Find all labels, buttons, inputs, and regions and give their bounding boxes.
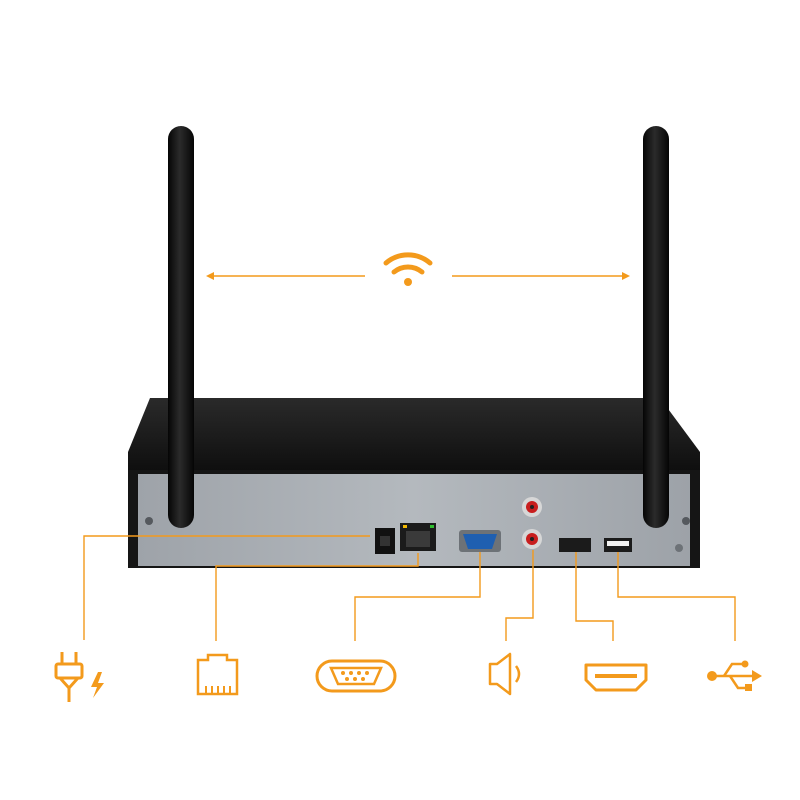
hdmi-port-icon xyxy=(584,663,648,692)
power-plug-icon xyxy=(54,652,104,702)
rca-jack-bottom xyxy=(522,529,542,549)
wireless-range-arrows xyxy=(206,272,630,280)
wifi-icon xyxy=(383,252,433,286)
ethernet-jack xyxy=(400,523,436,551)
screw-left xyxy=(145,517,153,525)
screw-right xyxy=(682,517,690,525)
vga-port-icon xyxy=(315,659,397,693)
usb-jack xyxy=(604,538,632,552)
antenna-right xyxy=(643,126,669,528)
antenna-left xyxy=(168,126,194,528)
vga-jack xyxy=(459,530,501,552)
port-leader-lines xyxy=(83,535,736,641)
usb-icon xyxy=(707,660,762,691)
speaker-icon xyxy=(488,652,521,696)
ethernet-port-icon xyxy=(196,653,239,696)
ground-screw xyxy=(675,544,683,552)
rear-panel xyxy=(138,474,690,566)
power-jack xyxy=(375,528,395,554)
rca-jack-top xyxy=(522,497,542,517)
hdmi-jack xyxy=(559,538,591,552)
